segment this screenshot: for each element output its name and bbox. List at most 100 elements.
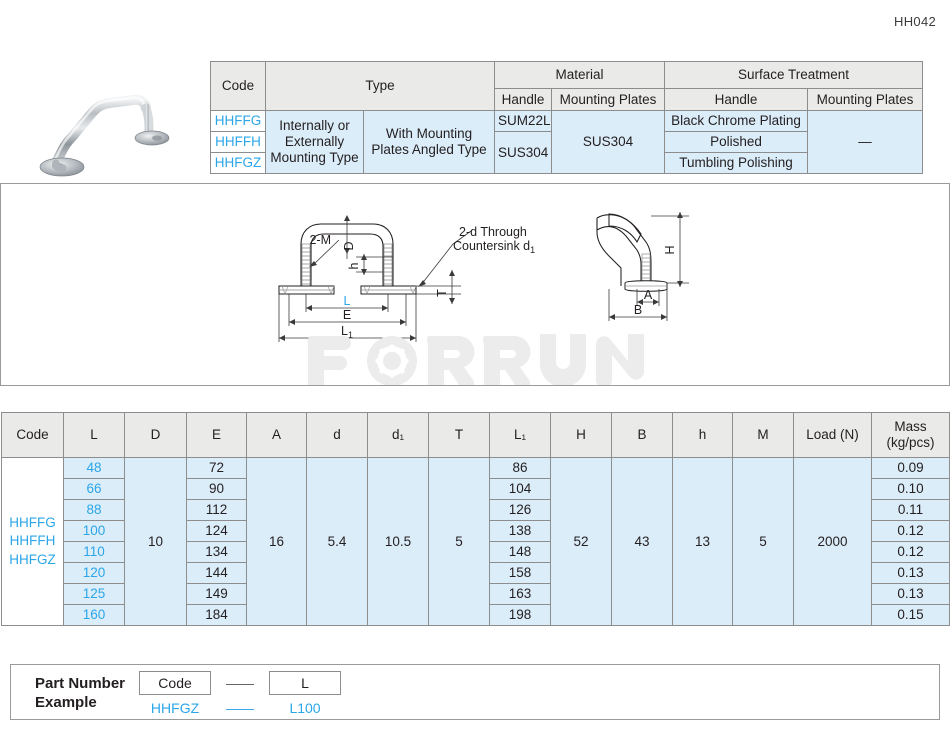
label-E: E bbox=[343, 308, 351, 322]
dim-mass-5: 0.12 bbox=[871, 541, 950, 563]
dim-header-A: A bbox=[246, 412, 307, 458]
spec-header-code: Code bbox=[210, 61, 266, 111]
dim-code-1: HHFFG bbox=[9, 515, 56, 531]
dim-d1: 10.5 bbox=[367, 457, 429, 626]
label-2d-through: 2-d Through bbox=[459, 225, 527, 239]
dim-E-2: 90 bbox=[186, 478, 247, 500]
label-h-small: h bbox=[347, 262, 361, 269]
spec-type-1: Internally or Externally Mounting Type bbox=[265, 110, 364, 174]
dim-header-M: M bbox=[732, 412, 794, 458]
dim-header-T: T bbox=[428, 412, 490, 458]
dim-mass-6: 0.13 bbox=[871, 562, 950, 584]
dim-E-5: 134 bbox=[186, 541, 247, 563]
dim-h: 13 bbox=[672, 457, 733, 626]
dim-header-D: D bbox=[124, 412, 187, 458]
label-H: H bbox=[663, 245, 677, 254]
spec-header-material-plates: Mounting Plates bbox=[550, 88, 666, 111]
dim-L-8: 160 bbox=[63, 604, 125, 626]
dim-T: 5 bbox=[428, 457, 490, 626]
dim-mass-4: 0.12 bbox=[871, 520, 950, 542]
part-number-dash-top: —— bbox=[226, 675, 255, 691]
spec-header-surface-plates: Mounting Plates bbox=[807, 88, 924, 111]
dim-L1-2: 104 bbox=[489, 478, 551, 500]
spec-surface-plates: — bbox=[807, 110, 924, 174]
dim-d: 5.4 bbox=[306, 457, 368, 626]
label-2M: 2-M bbox=[309, 233, 331, 247]
dim-header-H: H bbox=[550, 412, 612, 458]
spec-handle-material-1: SUM22L bbox=[494, 110, 552, 132]
table-row: 88 112 126 0.11 bbox=[2, 499, 950, 521]
dim-code-cell: HHFFG HHFFH HHFGZ bbox=[1, 457, 64, 626]
dim-L-3: 88 bbox=[63, 499, 125, 521]
dim-L1-8: 198 bbox=[489, 604, 551, 626]
specification-table: Code Type Material Surface Treatment Han… bbox=[210, 61, 924, 174]
dim-E-4: 124 bbox=[186, 520, 247, 542]
dim-E-8: 184 bbox=[186, 604, 247, 626]
dim-L1-4: 138 bbox=[489, 520, 551, 542]
dim-L-4: 100 bbox=[63, 520, 125, 542]
dim-header-mass: Mass (kg/pcs) bbox=[871, 412, 950, 458]
dim-header-d1: d₁ bbox=[367, 412, 429, 458]
dim-header-L: L bbox=[63, 412, 125, 458]
dim-H: 52 bbox=[550, 457, 612, 626]
dim-header-code: Code bbox=[1, 412, 64, 458]
dim-mass-2: 0.10 bbox=[871, 478, 950, 500]
label-D: D bbox=[342, 241, 356, 250]
dim-E-7: 149 bbox=[186, 583, 247, 605]
part-number-l-chip: L bbox=[269, 671, 342, 695]
dim-A: 16 bbox=[246, 457, 307, 626]
label-L1: L1 bbox=[341, 324, 353, 340]
dim-header-L1: L₁ bbox=[489, 412, 551, 458]
dim-L1-5: 148 bbox=[489, 541, 551, 563]
table-row: HHFFG HHFFH HHFGZ 48 10 72 16 5.4 10.5 5… bbox=[1, 457, 950, 626]
label-L: L bbox=[344, 294, 351, 308]
spec-header-surface-handle: Handle bbox=[664, 88, 809, 111]
spec-surface-handle-3: Tumbling Polishing bbox=[664, 152, 809, 174]
technical-drawing-area: D 2-M h T 2-d Through Countersink d1 L E… bbox=[0, 183, 950, 386]
part-number-separator: —— —— bbox=[225, 671, 255, 716]
dim-E-6: 144 bbox=[186, 562, 247, 584]
dim-B: 43 bbox=[611, 457, 673, 626]
spec-header-surface-treatment: Surface Treatment bbox=[664, 61, 924, 89]
spec-surface-handle-2: Polished bbox=[664, 131, 809, 153]
dimension-table: Code L D E A d d₁ T L₁ H B h M Load (N) … bbox=[1, 412, 950, 626]
dim-mass-8: 0.15 bbox=[871, 604, 950, 626]
table-row: 100 124 138 0.12 bbox=[2, 520, 950, 542]
dim-L1-3: 126 bbox=[489, 499, 551, 521]
part-number-l-column: L L100 bbox=[269, 671, 342, 716]
table-row: 160 184 198 0.15 bbox=[2, 604, 950, 626]
dim-M: 5 bbox=[732, 457, 794, 626]
document-code: HH042 bbox=[894, 14, 936, 29]
part-number-code-column: Code HHFGZ bbox=[139, 671, 212, 716]
label-B: B bbox=[634, 303, 642, 317]
spec-handle-material-2: SUS304 bbox=[494, 131, 552, 174]
dim-code-2: HHFFH bbox=[9, 533, 56, 549]
label-A: A bbox=[644, 288, 653, 302]
dim-L1-7: 163 bbox=[489, 583, 551, 605]
dim-mass-7: 0.13 bbox=[871, 583, 950, 605]
dim-L-7: 125 bbox=[63, 583, 125, 605]
part-number-l-value: L100 bbox=[289, 700, 321, 716]
part-number-code-value: HHFGZ bbox=[150, 700, 200, 716]
spec-code-3: HHFGZ bbox=[210, 152, 266, 174]
dim-header-d: d bbox=[306, 412, 368, 458]
spec-header-material-handle: Handle bbox=[494, 88, 552, 111]
label-T: T bbox=[435, 289, 449, 297]
spec-code-1: HHFFG bbox=[210, 110, 266, 132]
dim-header-h: h bbox=[672, 412, 733, 458]
spec-header-material: Material bbox=[493, 61, 666, 89]
dim-mass-1: 0.09 bbox=[871, 457, 950, 479]
mass-line-2: (kg/pcs) bbox=[886, 435, 935, 450]
dim-E-3: 112 bbox=[186, 499, 247, 521]
spec-code-2: HHFFH bbox=[210, 131, 266, 153]
dim-L1-1: 86 bbox=[489, 457, 551, 479]
dim-E-1: 72 bbox=[186, 457, 247, 479]
spec-header-type: Type bbox=[265, 61, 495, 111]
dim-load: 2000 bbox=[793, 457, 872, 626]
dim-L1-6: 158 bbox=[489, 562, 551, 584]
mass-line-1: Mass bbox=[894, 419, 927, 435]
spec-surface-handle-1: Black Chrome Plating bbox=[664, 110, 809, 132]
dim-header-E: E bbox=[186, 412, 247, 458]
label-countersink: Countersink d1 bbox=[453, 239, 535, 255]
